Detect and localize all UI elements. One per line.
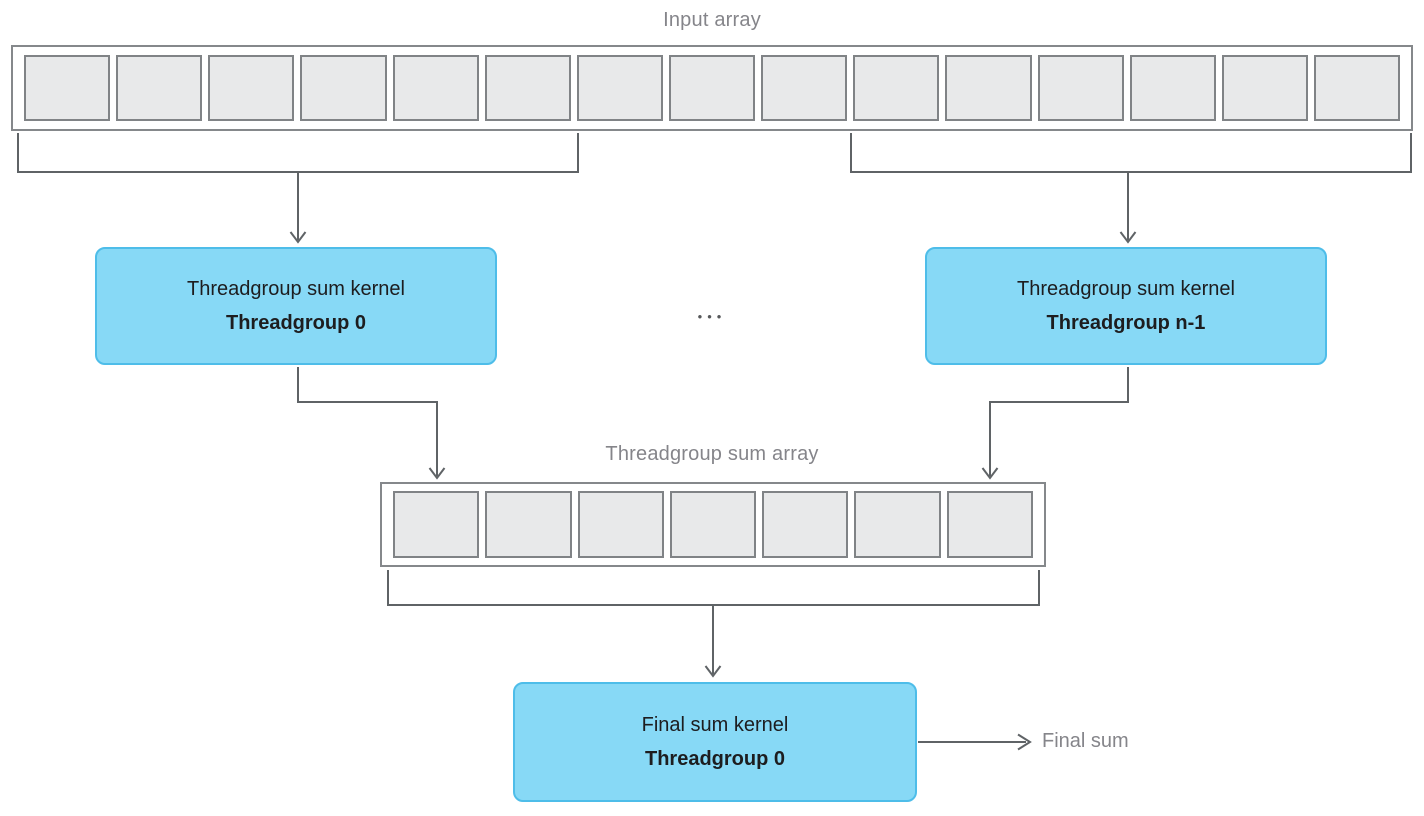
array-cell: [392, 55, 479, 121]
array-cell: [854, 491, 941, 558]
array-cell: [208, 55, 295, 121]
kernel-title: Threadgroup sum kernel: [187, 277, 405, 300]
array-cell: [24, 55, 111, 121]
array-cell: [761, 55, 848, 121]
array-cell: [576, 55, 663, 121]
array-cell: [669, 491, 757, 558]
bracket-left-chunk: [17, 133, 579, 173]
array-cell: [116, 55, 203, 121]
kernel-title: Threadgroup sum kernel: [1017, 277, 1235, 300]
array-cell: [484, 55, 571, 121]
threadgroup-sum-array: [380, 482, 1046, 567]
array-cell: [1313, 55, 1401, 121]
array-cell: [946, 491, 1033, 558]
bracket-sum-array: [387, 570, 1040, 606]
final-sum-kernel-box: Final sum kernel Threadgroup 0: [513, 682, 917, 802]
array-cell: [668, 55, 756, 121]
kernel-subtitle: Threadgroup 0: [225, 311, 366, 334]
array-cell: [393, 491, 480, 558]
kernel-subtitle: Threadgroup 0: [644, 747, 785, 770]
array-cell: [945, 55, 1032, 121]
input-array-label: Input array: [663, 9, 761, 31]
input-array-cells: [13, 47, 1411, 129]
arrow-to-threadgroup-n-1: [1119, 172, 1137, 244]
sum-array-cells: [382, 484, 1044, 565]
bracket-right-chunk: [850, 133, 1412, 173]
sum-array-label: Threadgroup sum array: [605, 443, 819, 465]
arrow-to-threadgroup-0: [289, 172, 307, 244]
array-cell: [485, 491, 572, 558]
array-cell: [1129, 55, 1216, 121]
threadgroup-0-kernel-box: Threadgroup sum kernel Threadgroup 0: [95, 247, 497, 365]
array-cell: [853, 55, 940, 121]
final-sum-label: Final sum: [1042, 730, 1129, 752]
input-array: [11, 45, 1413, 131]
array-cell: [1221, 55, 1308, 121]
array-cell: [577, 491, 664, 558]
ellipsis-dots: •••: [697, 309, 727, 324]
array-cell: [1037, 55, 1124, 121]
array-cell: [762, 491, 849, 558]
threadgroup-n-1-kernel-box: Threadgroup sum kernel Threadgroup n-1: [925, 247, 1327, 365]
kernel-subtitle: Threadgroup n-1: [1046, 311, 1206, 334]
array-cell: [300, 55, 387, 121]
arrow-final-output: [918, 733, 1032, 751]
kernel-title: Final sum kernel: [641, 713, 789, 736]
arrow-to-final-kernel: [704, 605, 722, 678]
